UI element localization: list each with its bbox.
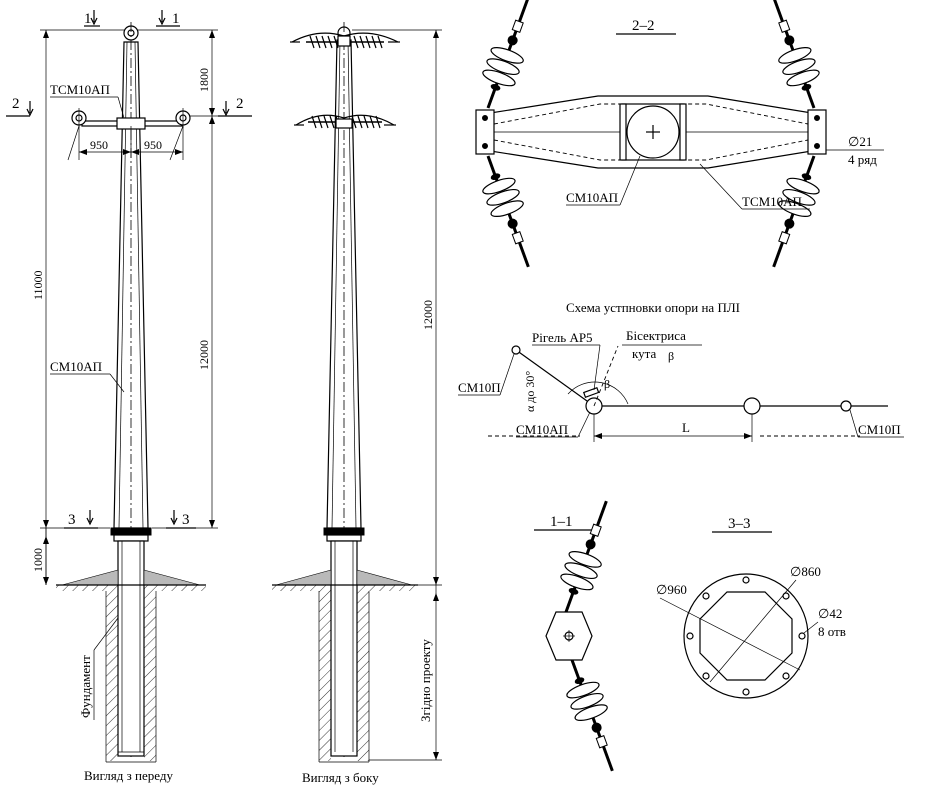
foundation-label: Фундамент <box>78 655 93 718</box>
dia-42-label: ∅42 <box>818 606 842 621</box>
section-mark-3-left: 3 <box>68 512 76 528</box>
flange-outer <box>683 573 809 699</box>
section-1-1: 1–1 <box>534 493 630 779</box>
front-view: 1 1 2 2 3 3 ТСМ10АП СМ10АП <box>6 10 252 783</box>
pole-sm10p-left <box>511 345 521 355</box>
side-view: 12000 Згідно проекту Вигляд з боку <box>272 22 442 785</box>
section-mark-1-left: 1 <box>84 11 92 27</box>
section-mark-2-right: 2 <box>236 96 244 112</box>
dia-860-label: ∅860 <box>790 564 821 579</box>
section-2-2: 2–2 СМ10АП ТСМ10АП ∅21 4 ряд <box>470 0 884 275</box>
section-3-3-title: 3–3 <box>728 516 751 532</box>
beta-arc-label: β <box>604 377 610 391</box>
sm10p-right-label: СМ10П <box>858 422 901 437</box>
dia-21-label: ∅21 <box>848 134 872 149</box>
dim-950-right: 950 <box>144 138 162 152</box>
section-mark-1-right: 1 <box>172 11 180 27</box>
section-mark-3-right: 3 <box>182 512 190 528</box>
flange-inner-octagon <box>699 591 793 681</box>
angle-label: кута <box>632 346 656 361</box>
section-3-3: 3–3 ∅960 ∅860 ∅42 8 отв <box>656 516 846 699</box>
alpha-label: α до 30° <box>523 371 537 412</box>
sm10ap-scheme-label: СМ10АП <box>516 422 568 437</box>
caption-side: Вигляд з боку <box>302 770 379 785</box>
per-project-label: Згідно проекту <box>418 639 433 722</box>
tsm10ap-label-2-2: ТСМ10АП <box>742 194 802 209</box>
dim-L: L <box>682 420 690 435</box>
section-2-2-title: 2–2 <box>632 18 655 34</box>
caption-front: Вигляд з переду <box>84 768 173 783</box>
dia-960-label: ∅960 <box>656 582 687 597</box>
pole-intermediate <box>743 397 761 415</box>
sm10p-left-label: СМ10П <box>458 380 501 395</box>
base-flange-front <box>110 527 152 536</box>
pole-sm10p-right <box>840 400 852 412</box>
ground-mound-front <box>61 569 119 586</box>
bisector-label: Бісектриса <box>626 328 686 343</box>
dim-12000-front: 12000 <box>197 340 211 370</box>
sm10ap-label-2-2: СМ10АП <box>566 190 618 205</box>
dim-1000: 1000 <box>31 548 45 572</box>
dim-12000-side: 12000 <box>421 300 435 330</box>
bolt-holes <box>686 576 806 696</box>
beta-label: β <box>668 349 674 363</box>
tsm10ap-label-front: ТСМ10АП <box>50 82 110 97</box>
section-1-1-title: 1–1 <box>550 514 573 530</box>
scheme-title: Схема устпновки опори на ПЛІ <box>566 300 740 315</box>
holes-8-label: 8 отв <box>818 624 846 639</box>
dim-950-left: 950 <box>90 138 108 152</box>
sm10ap-label-front: СМ10АП <box>50 359 102 374</box>
rigel-label: Рігель АР5 <box>532 330 593 345</box>
section-mark-2-left: 2 <box>12 96 20 112</box>
dim-1800: 1800 <box>197 68 211 92</box>
rows-4-label: 4 ряд <box>848 152 877 167</box>
dim-11000: 11000 <box>31 270 45 300</box>
installation-scheme: Схема устпновки опори на ПЛІ L Рігель АР… <box>458 300 904 442</box>
